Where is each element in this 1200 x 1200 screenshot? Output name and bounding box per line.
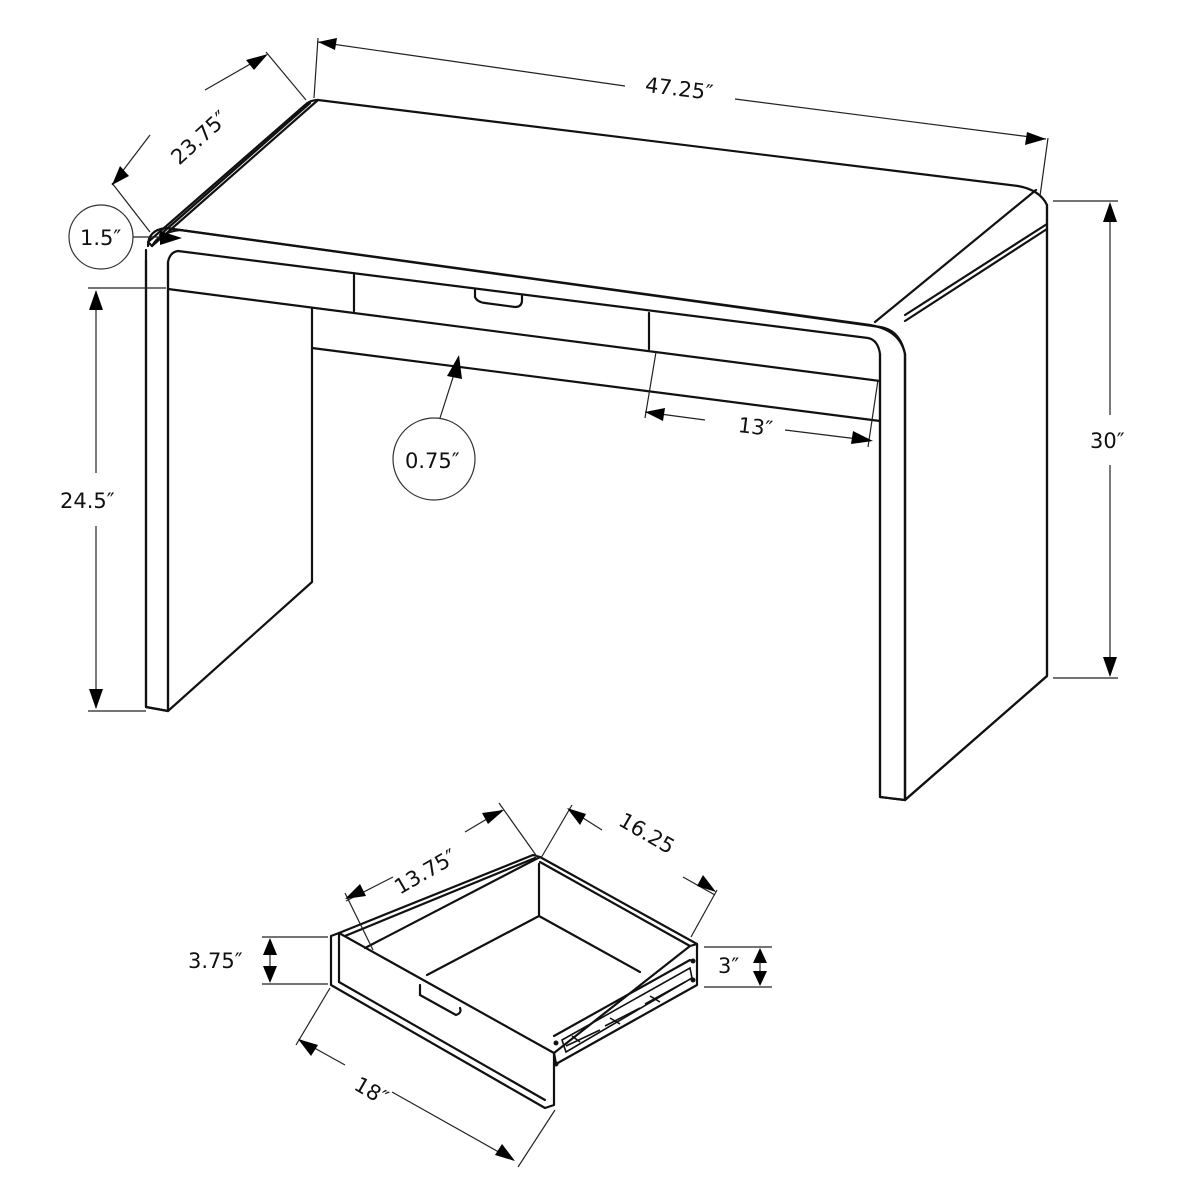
desk-height-label: 30″ [1090, 429, 1125, 453]
desk-top-right-bevel [873, 188, 1038, 324]
drawer-interior-width-label: 13.75″ [390, 844, 461, 899]
panel-thickness-label: 0.75″ [405, 449, 460, 473]
desk-right-leg-front [878, 352, 907, 802]
drawer-opening-label: 13″ [737, 413, 774, 441]
drawer-handle [473, 288, 524, 309]
drawer-interior-depth-label: 16.25 [615, 808, 679, 859]
desk-top-left-bevel [158, 101, 312, 237]
desk-front-top-edge [144, 226, 907, 802]
top-thickness-label: 1.5″ [80, 226, 121, 250]
desk-apron-back-edge [310, 346, 882, 423]
drawer-illustration [329, 853, 699, 1110]
desk-right-bevel-inner [903, 222, 1049, 317]
drawer-front-height-label: 3.75″ [188, 949, 243, 973]
desk-width-label: 47.25″ [644, 73, 715, 105]
drawer-slide-rail [553, 958, 696, 1067]
desk-left-leg-side [166, 306, 314, 713]
drawer-back-wall [538, 855, 699, 950]
desk-right-leg-side [903, 203, 1049, 802]
desk-dimensions: 47.25″ 23.75″ 1.5″ 24.5″ 30″ 0 [60, 37, 1125, 712]
drawer-side-height-label: 3″ [718, 954, 739, 978]
desk-left-leg-front [144, 258, 170, 713]
desk-top-back-edge [146, 98, 320, 248]
knee-clearance-label: 24.5″ [60, 489, 115, 513]
desk-depth-label: 23.75″ [166, 106, 233, 169]
desk-right-bevel-inner2 [903, 227, 1049, 323]
desk-illustration [144, 98, 1049, 802]
drawer-front-handle [418, 983, 462, 1017]
drawer-front-width-label: 18″ [350, 1072, 392, 1110]
desk-top-surface [150, 98, 1049, 802]
desk-apron-lower-edge [166, 287, 882, 383]
